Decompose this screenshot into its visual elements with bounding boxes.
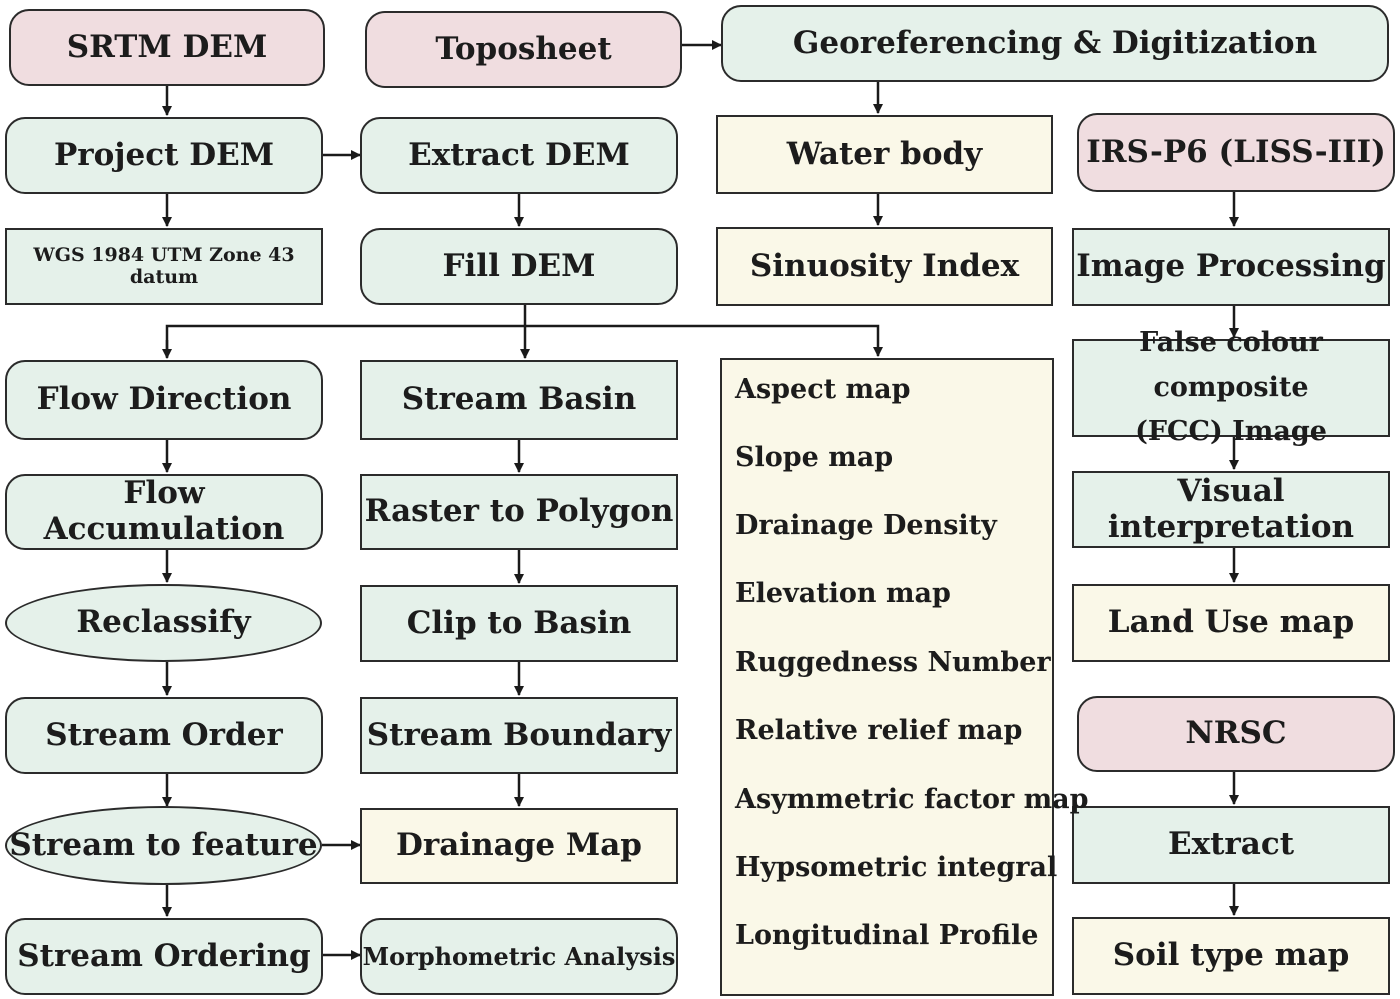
fcc-line-2: (FCC) Image [1135, 416, 1327, 448]
raster-to-polygon-node: Raster to Polygon [360, 474, 678, 550]
parameter-item: Asymmetric factor map [735, 784, 1089, 815]
parameter-item: Hypsometric integral [735, 852, 1058, 883]
parameter-item: Elevation map [735, 578, 951, 609]
fcc-image-node: False colour composite (FCC) Image [1072, 327, 1390, 447]
project-dem-node: Project DEM [5, 117, 323, 194]
stream-boundary-node: Stream Boundary [360, 697, 678, 774]
wgs-datum-node: WGS 1984 UTM Zone 43 datum [5, 228, 323, 305]
land-use-map-node: Land Use map [1072, 584, 1390, 662]
flow-direction-node: Flow Direction [5, 360, 323, 440]
soil-type-map-node: Soil type map [1072, 917, 1390, 995]
parameter-item: Drainage Density [735, 510, 997, 541]
branch-fill-dem [165, 305, 527, 357]
fill-dem-node: Fill DEM [360, 228, 678, 305]
stream-ordering-node: Stream Ordering [5, 918, 323, 995]
parameter-item: Aspect map [735, 374, 911, 405]
stream-basin-node: Stream Basin [360, 360, 678, 440]
irs-p6-node: IRS-P6 (LISS-III) [1077, 113, 1395, 192]
parameter-item: Relative relief map [735, 715, 1023, 746]
clip-to-basin-node: Clip to Basin [360, 585, 678, 662]
water-body-node: Water body [716, 115, 1053, 194]
extract-node: Extract [1072, 806, 1390, 884]
extract-dem-node: Extract DEM [360, 117, 678, 194]
visual-interpretation-node: Visual interpretation [1072, 471, 1390, 548]
morphometric-analysis-node: Morphometric Analysis [360, 918, 678, 995]
parameter-item: Longitudinal Profile [735, 920, 1039, 951]
reclassify-node: Reclassify [5, 584, 322, 662]
sinuosity-index-node: Sinuosity Index [716, 227, 1053, 306]
stream-order-node: Stream Order [5, 697, 323, 774]
fcc-line-1: False colour composite [1139, 327, 1323, 403]
image-processing-node: Image Processing [1072, 228, 1390, 306]
georeferencing-node: Georeferencing & Digitization [721, 5, 1389, 82]
nrsc-node: NRSC [1077, 696, 1395, 772]
drainage-map-node: Drainage Map [360, 808, 678, 884]
flow-accumulation-node: Flow Accumulation [5, 474, 323, 550]
arrow-branch-to-parameters [525, 324, 883, 357]
toposheet-node: Toposheet [365, 11, 682, 88]
srtm-dem-node: SRTM DEM [9, 9, 325, 86]
parameter-item: Slope map [735, 442, 894, 473]
morphometric-parameters-box: Aspect map Slope map Drainage Density El… [720, 358, 1089, 996]
stream-to-feature-node: Stream to feature [5, 806, 322, 885]
parameter-item: Ruggedness Number [735, 647, 1051, 678]
